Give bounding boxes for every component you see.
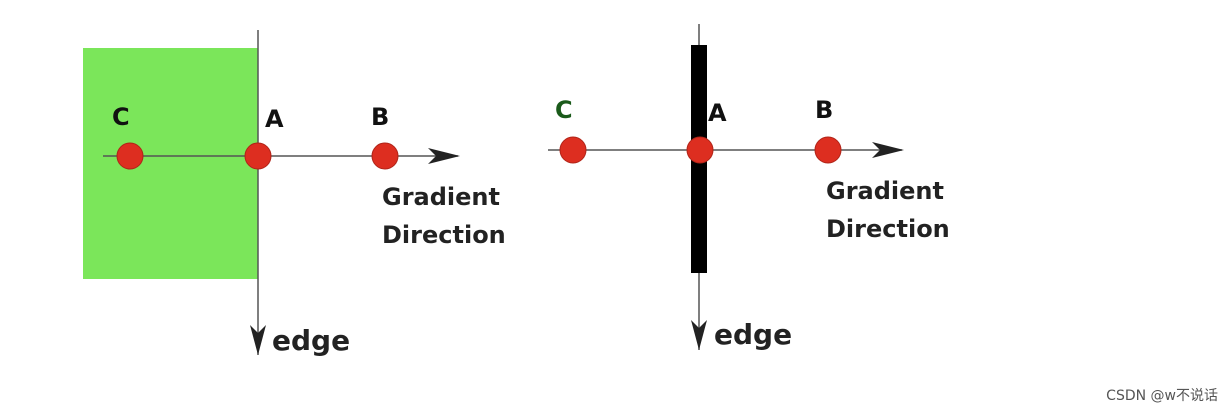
- edge-label: edge: [714, 318, 792, 351]
- gradient-label-line-2: Direction: [826, 215, 950, 243]
- point-b: [371, 142, 399, 170]
- label-a: A: [265, 105, 284, 133]
- diagram-line-edge: C A B Gradient Direction edge: [548, 24, 950, 351]
- label-a: A: [708, 99, 727, 127]
- point-a: [686, 136, 714, 164]
- point-c: [116, 142, 144, 170]
- label-c: C: [112, 103, 130, 131]
- green-region: [83, 48, 258, 279]
- gradient-label-line-1: Gradient: [382, 183, 500, 211]
- gradient-label-line-2: Direction: [382, 221, 506, 249]
- label-c: C: [555, 96, 573, 124]
- edge-label: edge: [272, 324, 350, 357]
- diagram-step-edge: C A B Gradient Direction edge: [83, 30, 506, 357]
- label-b: B: [815, 96, 833, 124]
- point-a: [244, 142, 272, 170]
- label-b: B: [371, 103, 389, 131]
- point-c: [559, 136, 587, 164]
- watermark: CSDN @w不说话: [1106, 388, 1218, 404]
- gradient-label-line-1: Gradient: [826, 177, 944, 205]
- point-b: [814, 136, 842, 164]
